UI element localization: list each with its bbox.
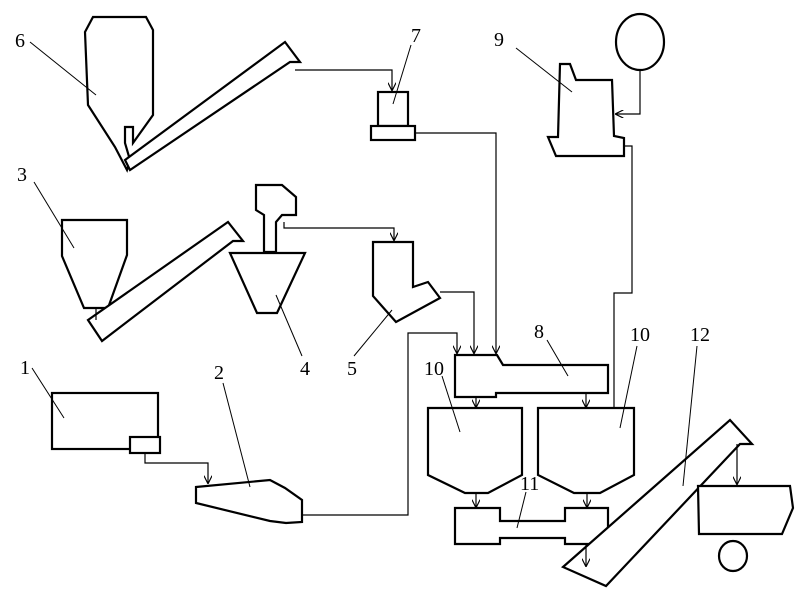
equipment-11 xyxy=(453,506,610,546)
label-1: 1 xyxy=(20,357,30,379)
leader-10a xyxy=(441,375,461,433)
flow-7-to-8 xyxy=(414,132,496,353)
leader-4 xyxy=(275,294,303,357)
equipment-7 xyxy=(369,90,417,142)
leader-6 xyxy=(29,41,97,96)
label-7: 7 xyxy=(411,25,421,47)
flow-circle-to-9 xyxy=(616,70,641,114)
label-11: 11 xyxy=(520,473,539,495)
leader-5 xyxy=(353,309,393,357)
equipment-10-right-bin xyxy=(536,406,636,495)
equipment-9-circle xyxy=(614,12,666,72)
leader-7 xyxy=(392,44,412,105)
flow-1-to-2 xyxy=(144,453,208,483)
leader-8 xyxy=(546,339,569,377)
equipment-10-left-bin xyxy=(426,406,524,495)
equipment-2-body xyxy=(194,478,304,525)
equipment-9-body xyxy=(546,62,626,158)
equipment-5-body xyxy=(371,240,442,324)
equipment-9 xyxy=(546,12,666,158)
flow-4-to-5 xyxy=(283,222,394,240)
truck-wheel xyxy=(717,539,749,573)
equipment-10-left xyxy=(426,406,524,495)
flow-9-to-10-right xyxy=(613,145,633,408)
label-9: 9 xyxy=(494,29,504,51)
equipment-6-conveyor xyxy=(123,40,303,172)
equipment-4-funnel xyxy=(228,251,307,315)
equipment-4 xyxy=(228,183,307,315)
label-5: 5 xyxy=(347,358,357,380)
label-4: 4 xyxy=(300,358,310,380)
equipment-12-conveyor xyxy=(560,418,755,588)
equipment-11-body xyxy=(453,506,610,546)
leader-lines xyxy=(29,41,698,529)
number-labels: 6 7 9 3 4 5 1 2 8 10 10 11 12 xyxy=(15,25,710,495)
equipment-12 xyxy=(560,418,795,588)
equipment-3-conveyor xyxy=(86,220,246,343)
flow-2-to-8 xyxy=(302,332,457,516)
equipment-7-body xyxy=(376,90,410,128)
equipment-4-column xyxy=(254,183,298,254)
flow-5-to-8 xyxy=(440,291,474,353)
leader-10b xyxy=(619,345,638,429)
equipment-3 xyxy=(60,218,246,343)
leader-11 xyxy=(516,491,527,529)
equipment-8 xyxy=(453,353,610,399)
flow-6-to-7 xyxy=(295,69,392,90)
label-2: 2 xyxy=(214,362,224,384)
equipment-3-hopper xyxy=(60,218,129,310)
equipment-6-silo xyxy=(83,15,155,173)
truck-body xyxy=(696,484,795,536)
label-3: 3 xyxy=(17,164,27,186)
leader-12 xyxy=(682,345,698,487)
equipment-8-body xyxy=(453,353,610,399)
equipment-5 xyxy=(371,240,442,324)
equipment-2 xyxy=(194,478,304,525)
label-12: 12 xyxy=(690,324,710,346)
label-6: 6 xyxy=(15,30,25,52)
equipment-1 xyxy=(50,391,162,455)
flow-lines xyxy=(144,69,737,566)
label-10-left: 10 xyxy=(424,358,444,380)
leader-9 xyxy=(515,47,573,93)
label-10-right: 10 xyxy=(630,324,650,346)
equipment-10-right xyxy=(536,406,636,495)
equipment-1-outlet xyxy=(128,435,162,455)
equipment-7-base xyxy=(369,124,417,142)
leader-3 xyxy=(33,181,75,249)
leader-1 xyxy=(31,367,65,419)
label-8: 8 xyxy=(534,321,544,343)
leader-2 xyxy=(222,382,251,488)
equipment-6 xyxy=(83,15,303,173)
